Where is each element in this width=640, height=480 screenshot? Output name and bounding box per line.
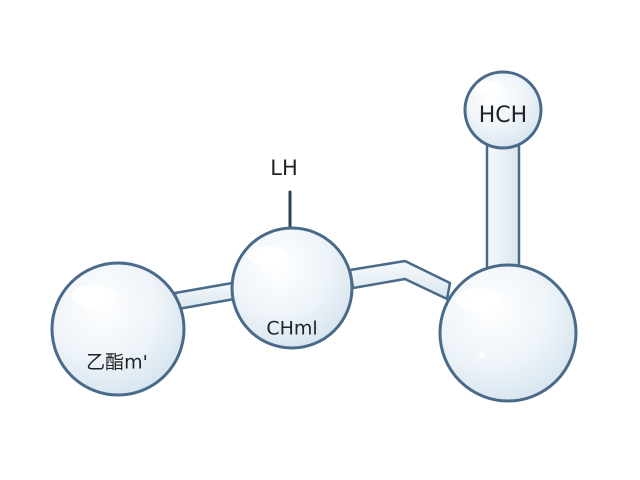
atom-bottom-right-highlight [456, 288, 500, 312]
atom-left-highlight [71, 285, 115, 307]
atom-bottom-right-speck [479, 352, 485, 358]
atom-left [50, 261, 186, 397]
atom-top-right-label: HCH [479, 103, 527, 128]
atom-bottom-right [438, 263, 578, 403]
atom-middle-label: CHml [266, 318, 317, 340]
atom-left-sphere [50, 261, 186, 397]
atom-top-right-highlight [475, 81, 501, 95]
atom-bottom-right-sphere [438, 263, 578, 403]
bond-top-bottom-right [485, 138, 521, 274]
bond-middle-right [348, 259, 452, 301]
atom-top-right [463, 70, 543, 150]
atom-middle-highlight [248, 246, 288, 266]
atom-left-label: 乙酯m' [86, 352, 148, 374]
bond-left-middle [173, 280, 242, 311]
atom-middle [230, 226, 354, 350]
branch-label: LH [270, 156, 298, 180]
